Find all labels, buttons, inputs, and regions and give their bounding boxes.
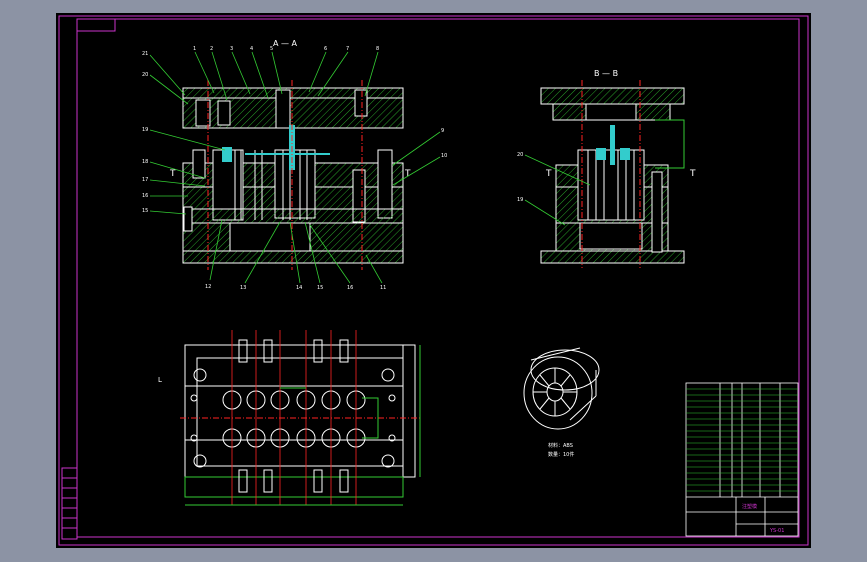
callout-top-1: 1 bbox=[193, 46, 196, 52]
corner-box bbox=[76, 18, 116, 32]
part-note-material: 材料：ABS bbox=[548, 442, 573, 449]
title-block-text: 注塑模 YS-01 bbox=[742, 503, 784, 534]
section-a-view: A — A T T bbox=[169, 39, 411, 270]
callout-top-7: 7 bbox=[346, 46, 349, 52]
callout-left-5: 17 bbox=[142, 177, 148, 183]
callout-left-4: 18 bbox=[142, 159, 148, 165]
part-isometric bbox=[523, 347, 600, 430]
callout-left-2: 20 bbox=[142, 72, 148, 78]
callout-bottom-6: 11 bbox=[380, 285, 386, 291]
callout-right-1: 9 bbox=[441, 128, 444, 134]
title-block-drawing-no: YS-01 bbox=[769, 528, 784, 534]
t-mark-right: T bbox=[404, 169, 411, 179]
title-block-company: 注塑模 bbox=[742, 503, 757, 510]
t-mark-b-right: T bbox=[689, 169, 696, 179]
callout-left-6: 16 bbox=[142, 193, 148, 199]
outer-border bbox=[58, 15, 809, 546]
callout-top-6: 6 bbox=[324, 46, 327, 52]
callout-bottom-1: 12 bbox=[205, 284, 211, 290]
drawing-sheet bbox=[56, 13, 811, 548]
callout-left-3: 19 bbox=[142, 127, 148, 133]
callout-left-7: 15 bbox=[142, 208, 148, 214]
callout-b-2: 19 bbox=[517, 197, 523, 203]
l-mark: L bbox=[158, 376, 162, 384]
leader-lines-b bbox=[524, 154, 591, 226]
callout-bottom-2: 13 bbox=[240, 285, 246, 291]
callout-bottom-4: 15 bbox=[317, 285, 323, 291]
plan-view: L bbox=[158, 330, 421, 506]
section-b-view: B — B T T bbox=[540, 69, 696, 268]
part-note-quantity: 数量：10件 bbox=[548, 451, 574, 458]
callout-bottom-5: 16 bbox=[347, 285, 353, 291]
callout-numbers-a: 1 2 3 4 5 6 7 8 21 20 19 18 17 16 15 9 1… bbox=[142, 46, 447, 291]
callout-right-2: 10 bbox=[441, 153, 447, 159]
side-strip bbox=[61, 467, 78, 540]
t-mark-b-left: T bbox=[545, 169, 552, 179]
title-block bbox=[685, 382, 799, 537]
callout-top-8: 8 bbox=[376, 46, 379, 52]
callout-top-4: 4 bbox=[250, 46, 253, 52]
part-note: 材料：ABS 数量：10件 bbox=[548, 442, 574, 458]
callout-numbers-b: 20 19 bbox=[517, 152, 523, 203]
inner-border bbox=[76, 18, 800, 538]
title-block-rows bbox=[686, 388, 798, 492]
leader-lines-a bbox=[149, 51, 441, 284]
callout-bottom-3: 14 bbox=[296, 285, 302, 291]
callout-left-1: 21 bbox=[142, 51, 148, 57]
section-b-label: B — B bbox=[594, 69, 618, 78]
callout-top-3: 3 bbox=[230, 46, 233, 52]
callout-top-5: 5 bbox=[270, 46, 273, 52]
callout-top-2: 2 bbox=[210, 46, 213, 52]
section-a-label: A — A bbox=[273, 39, 298, 48]
callout-b-1: 20 bbox=[517, 152, 523, 158]
t-mark-left: T bbox=[169, 169, 176, 179]
